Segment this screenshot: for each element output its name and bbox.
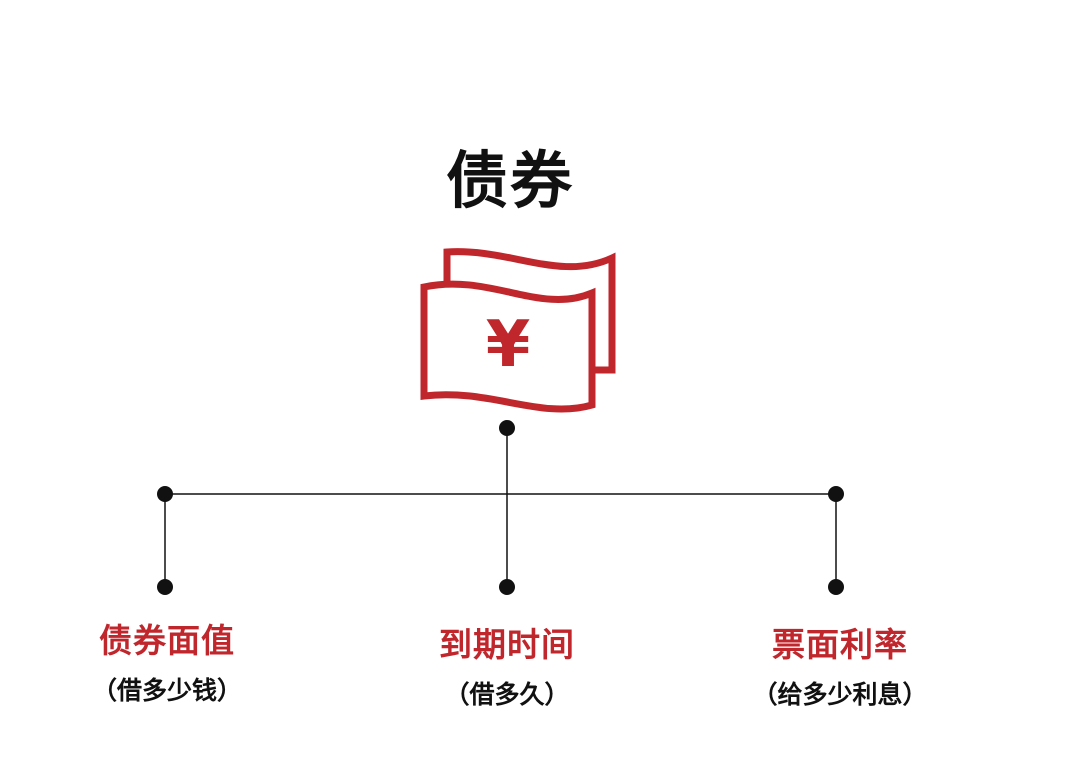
branch-face-value: 债券面值 （借多少钱） [37, 619, 297, 709]
branch-1-dot [499, 579, 515, 595]
root-node-dot [499, 420, 515, 436]
branch-maturity: 到期时间 （借多久） [377, 623, 637, 713]
branch-label: 票面利率 [772, 625, 908, 664]
yen-symbol: ¥ [486, 308, 531, 382]
back-note-shape [443, 248, 616, 374]
bar-right-dot [828, 486, 844, 502]
bar-left-dot [157, 486, 173, 502]
branch-label: 到期时间 [439, 625, 575, 664]
branch-0-dot [157, 579, 173, 595]
branch-coupon-rate: 票面利率 （给多少利息） [710, 623, 970, 713]
branch-sublabel: （借多久） [444, 680, 570, 709]
branch-sublabel: （借多少钱） [91, 676, 242, 705]
banknote-icon [420, 248, 616, 413]
diagram-title: 债券 [445, 144, 574, 217]
branch-label: 债券面值 [99, 621, 235, 660]
front-note-shape [420, 280, 596, 413]
branch-2-dot [828, 579, 844, 595]
nodes [157, 420, 844, 595]
branch-sublabel: （给多少利息） [752, 680, 928, 709]
connectors [164, 428, 837, 587]
